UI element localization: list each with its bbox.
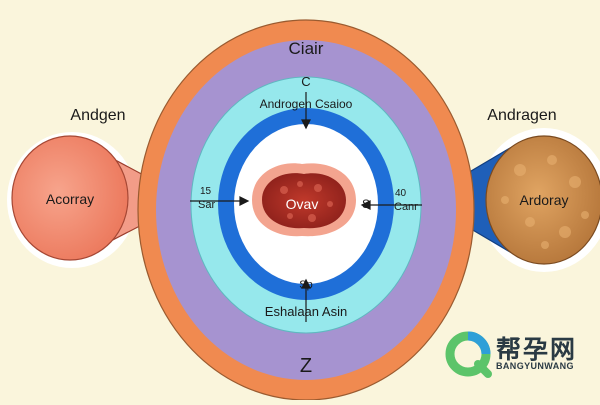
right-outer-label: Andragen — [487, 107, 556, 124]
left-inner-label: Sar — [198, 199, 215, 211]
watermark-en-text: BANGYUNWANG — [496, 361, 574, 371]
right-inner-number: 40 — [395, 188, 407, 199]
top-arrow-head — [301, 119, 311, 130]
arrows — [190, 92, 422, 322]
bottom-label: Eshalaan Asin — [265, 304, 347, 319]
inner-top-label: Androgen Csaioo — [260, 97, 353, 111]
right-circle-label: Ardoray — [519, 192, 568, 208]
center-label: Ovav — [286, 196, 319, 212]
bottom-arrow-head — [301, 278, 311, 289]
right-inner-word: Canr — [394, 201, 418, 213]
bangyunwang-logo-icon — [445, 331, 492, 378]
left-arrow-head — [239, 196, 250, 206]
watermark-cn-text: 帮孕网 — [496, 335, 578, 364]
left-circle — [11, 135, 129, 261]
bottom-small-label: Sp — [299, 279, 312, 291]
ovary-follicles — [280, 181, 333, 222]
bottom-z-label: Z — [300, 355, 312, 377]
right-arrow-head — [360, 200, 371, 210]
top-c-label: C — [301, 74, 310, 89]
right-inner-label: S — [362, 197, 370, 211]
diagram-title: Ciair — [289, 39, 324, 58]
watermark: 帮孕网 BANGYUNWANG — [444, 330, 594, 378]
right-circle-texture — [501, 155, 589, 249]
left-inner-number: 15 — [200, 186, 212, 197]
left-circle-label: Acorray — [46, 191, 94, 207]
left-outer-label: Andgen — [70, 107, 125, 124]
